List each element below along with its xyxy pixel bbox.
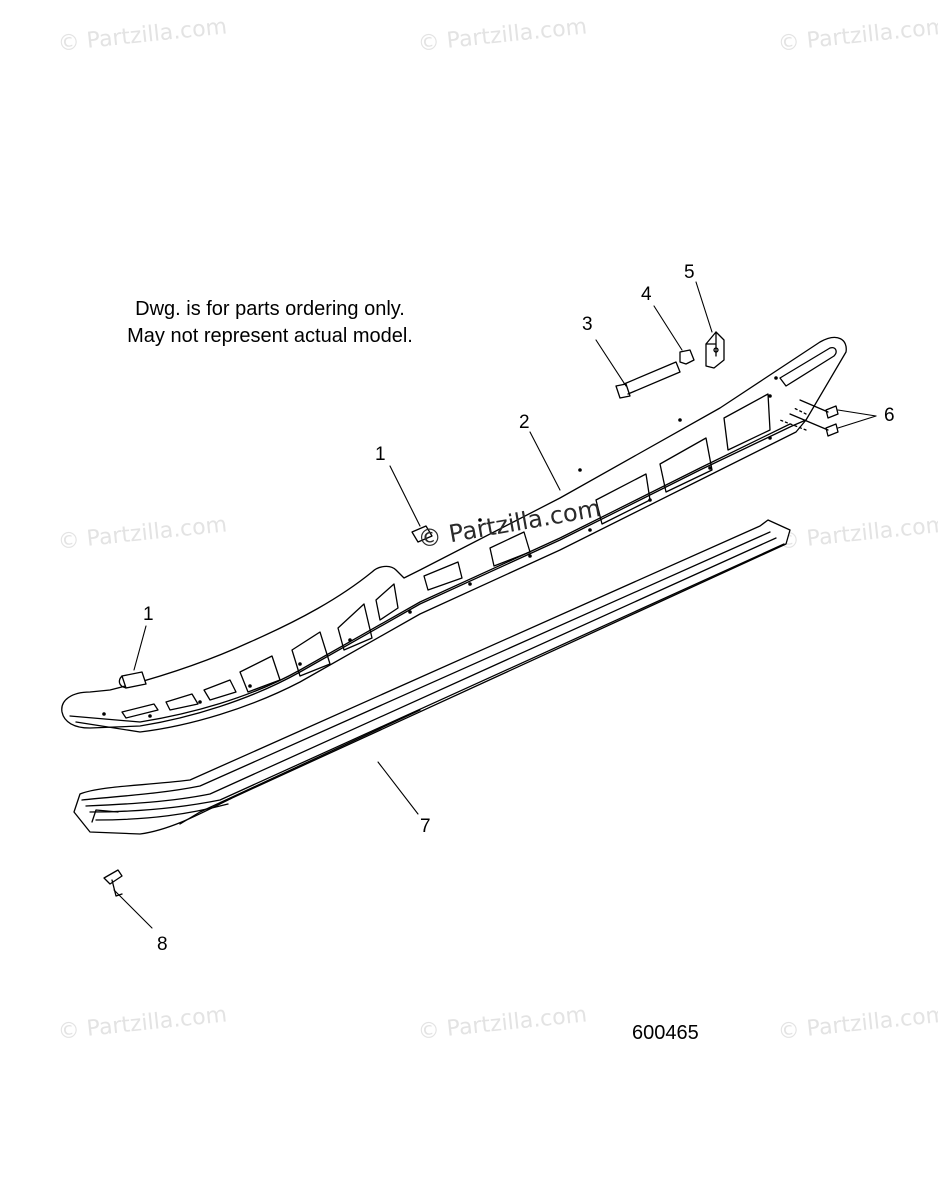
callout-4: 4 (641, 284, 652, 305)
callout-1-upper: 1 (375, 444, 386, 465)
callout-8: 8 (157, 934, 168, 955)
disclaimer-line-2: May not represent actual model. (127, 325, 413, 347)
disclaimer-note: Dwg. is for parts ordering only. May not… (100, 296, 440, 350)
callout-5: 5 (684, 262, 695, 283)
callout-6: 6 (884, 405, 895, 426)
bracket-part-5 (705, 331, 725, 369)
nut-part-4 (679, 349, 695, 365)
bolt-part-3 (615, 361, 681, 399)
callout-7: 7 (420, 816, 431, 837)
plug-part-1-lower (118, 671, 147, 689)
callout-3: 3 (582, 314, 593, 335)
pin-part-8 (103, 869, 123, 897)
callout-1-lower: 1 (143, 604, 154, 625)
plug-part-1-upper (411, 525, 433, 543)
leader-lines (113, 281, 877, 929)
ski-runner (73, 519, 791, 835)
disclaimer-line-1: Dwg. is for parts ordering only. (135, 298, 405, 320)
figure-number: 600465 (632, 1022, 699, 1044)
rail-frame (61, 336, 847, 733)
screws-part-6 (779, 399, 839, 437)
callout-2: 2 (519, 412, 530, 433)
